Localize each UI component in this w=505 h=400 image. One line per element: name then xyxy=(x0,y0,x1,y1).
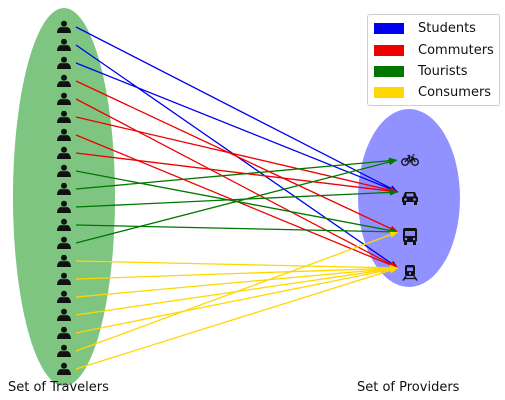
connection-arrow xyxy=(75,189,399,208)
connection-arrow xyxy=(75,80,399,233)
legend-item-commuters: Commuters xyxy=(374,41,494,59)
train-icon xyxy=(402,265,418,281)
connection-arrows xyxy=(75,26,399,370)
connection-arrow xyxy=(75,158,398,244)
legend-swatch-commuters xyxy=(374,44,404,56)
connection-arrow xyxy=(75,26,399,193)
providers-caption: Set of Providers xyxy=(357,380,460,395)
legend-item-students: Students xyxy=(374,19,476,37)
connection-arrow xyxy=(75,266,399,334)
bus-icon xyxy=(403,228,417,245)
legend-label-commuters: Commuters xyxy=(418,42,494,58)
legend-item-consumers: Consumers xyxy=(374,83,491,101)
legend-item-tourists: Tourists xyxy=(374,62,468,80)
connection-arrow xyxy=(75,267,399,370)
legend-swatch-tourists xyxy=(374,65,404,77)
legend-label-tourists: Tourists xyxy=(418,63,468,79)
travelers-caption: Set of Travelers xyxy=(8,380,109,395)
connection-arrow xyxy=(75,157,398,190)
legend-swatch-consumers xyxy=(374,86,404,98)
bicycle-icon xyxy=(401,154,419,166)
travelers-set xyxy=(13,8,115,386)
legend-swatch-students xyxy=(374,22,404,34)
provider-icons xyxy=(401,154,419,281)
legend: Students Commuters Tourists Consumers xyxy=(367,14,500,106)
legend-label-students: Students xyxy=(418,20,476,36)
legend-label-consumers: Consumers xyxy=(418,84,492,100)
car-icon xyxy=(402,192,418,205)
connection-arrow xyxy=(75,152,399,195)
connection-arrow xyxy=(75,231,399,352)
connection-arrow xyxy=(75,98,399,269)
